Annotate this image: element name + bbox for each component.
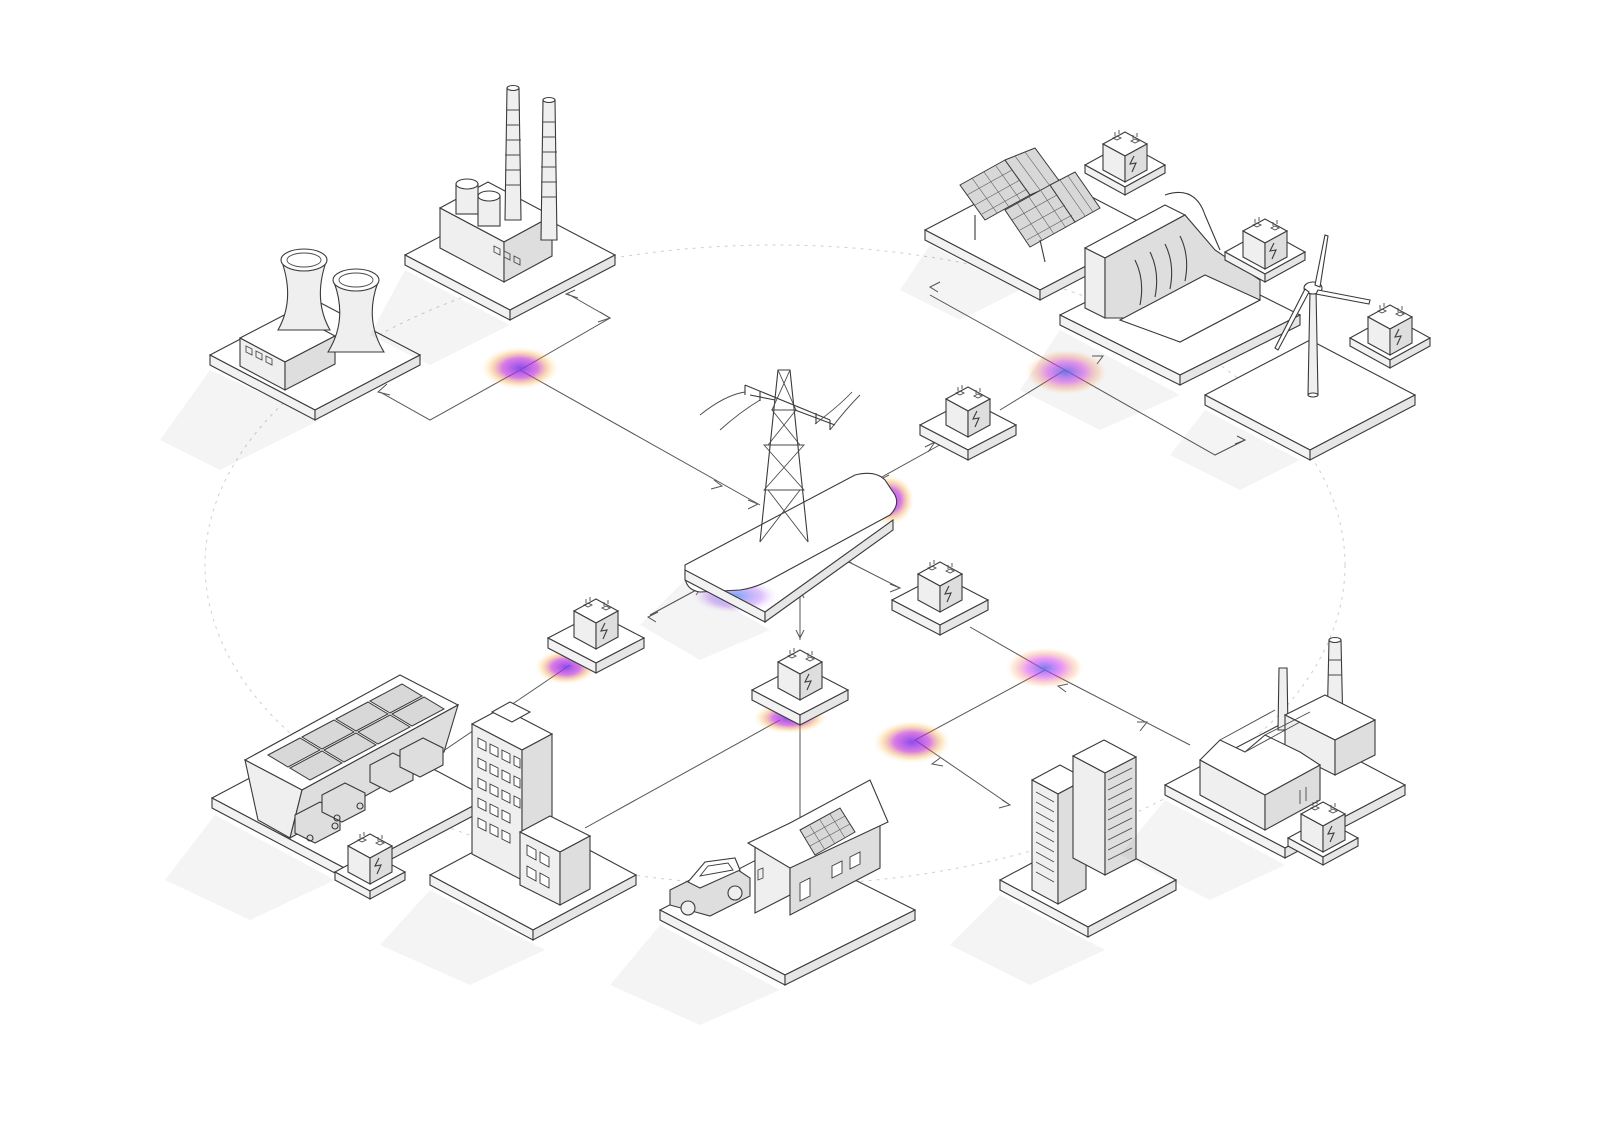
glow-node [872,720,952,764]
glow-node [480,346,560,390]
battery-icon [574,597,618,649]
battery-icon [946,385,990,437]
battery-icon [1368,303,1412,355]
industrial-factory-group [1120,638,1405,901]
battery-icon [1103,130,1147,182]
battery-icon [918,560,962,612]
coal-plant-group [370,86,615,366]
battery-icon [1243,217,1287,269]
power-plants-group [160,249,420,470]
battery-icon [778,648,822,700]
residential-home-group [610,780,915,1025]
glow-node [1005,647,1085,689]
transmission-tower-group [640,370,897,660]
